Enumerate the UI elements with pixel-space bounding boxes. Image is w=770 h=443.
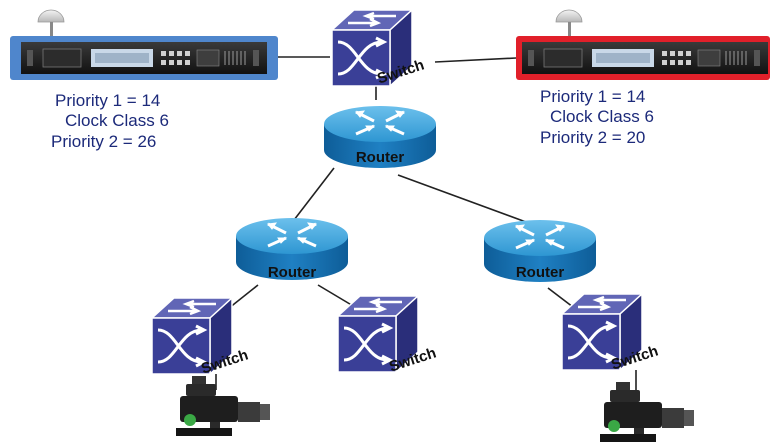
router-left-label: Router xyxy=(268,264,316,281)
link-core-router-to-right-router xyxy=(397,174,527,223)
grandmaster-clock-left xyxy=(10,9,278,80)
clock-left-clock-class: Clock Class 6 xyxy=(65,111,169,130)
clock-right-attributes: Priority 1 = 14 Clock Class 6 Priority 2… xyxy=(540,87,654,147)
switch-edge-b: Switch xyxy=(336,294,438,376)
video-camera-icon xyxy=(176,376,270,436)
clock-right-priority2: Priority 2 = 20 xyxy=(540,128,645,147)
clock-left-attributes: Priority 1 = 14 Clock Class 6 Priority 2… xyxy=(51,91,169,151)
network-links xyxy=(213,56,637,402)
clock-left-priority1: Priority 1 = 14 xyxy=(55,91,160,110)
clock-left-priority2: Priority 2 = 26 xyxy=(51,132,156,151)
router-left: Router xyxy=(234,216,350,282)
router-right: Router xyxy=(482,218,598,284)
clock-right-priority1: Priority 1 = 14 xyxy=(540,87,645,106)
router-core-label: Router xyxy=(356,149,404,166)
gps-antenna-icon xyxy=(555,9,583,23)
grandmaster-clock-right xyxy=(516,9,770,80)
switch-core: Switch xyxy=(330,8,426,88)
gps-antenna-icon xyxy=(37,9,65,23)
clock-right-clock-class: Clock Class 6 xyxy=(550,107,654,126)
video-camera-icon xyxy=(600,382,694,442)
router-core: Router xyxy=(322,104,438,170)
switch-edge-c: Switch xyxy=(560,292,660,374)
switch-edge-a: Switch xyxy=(150,296,250,378)
router-right-label: Router xyxy=(516,264,564,281)
link-core-switch-to-right-clock xyxy=(434,57,517,63)
link-core-router-to-left-router xyxy=(293,167,335,221)
